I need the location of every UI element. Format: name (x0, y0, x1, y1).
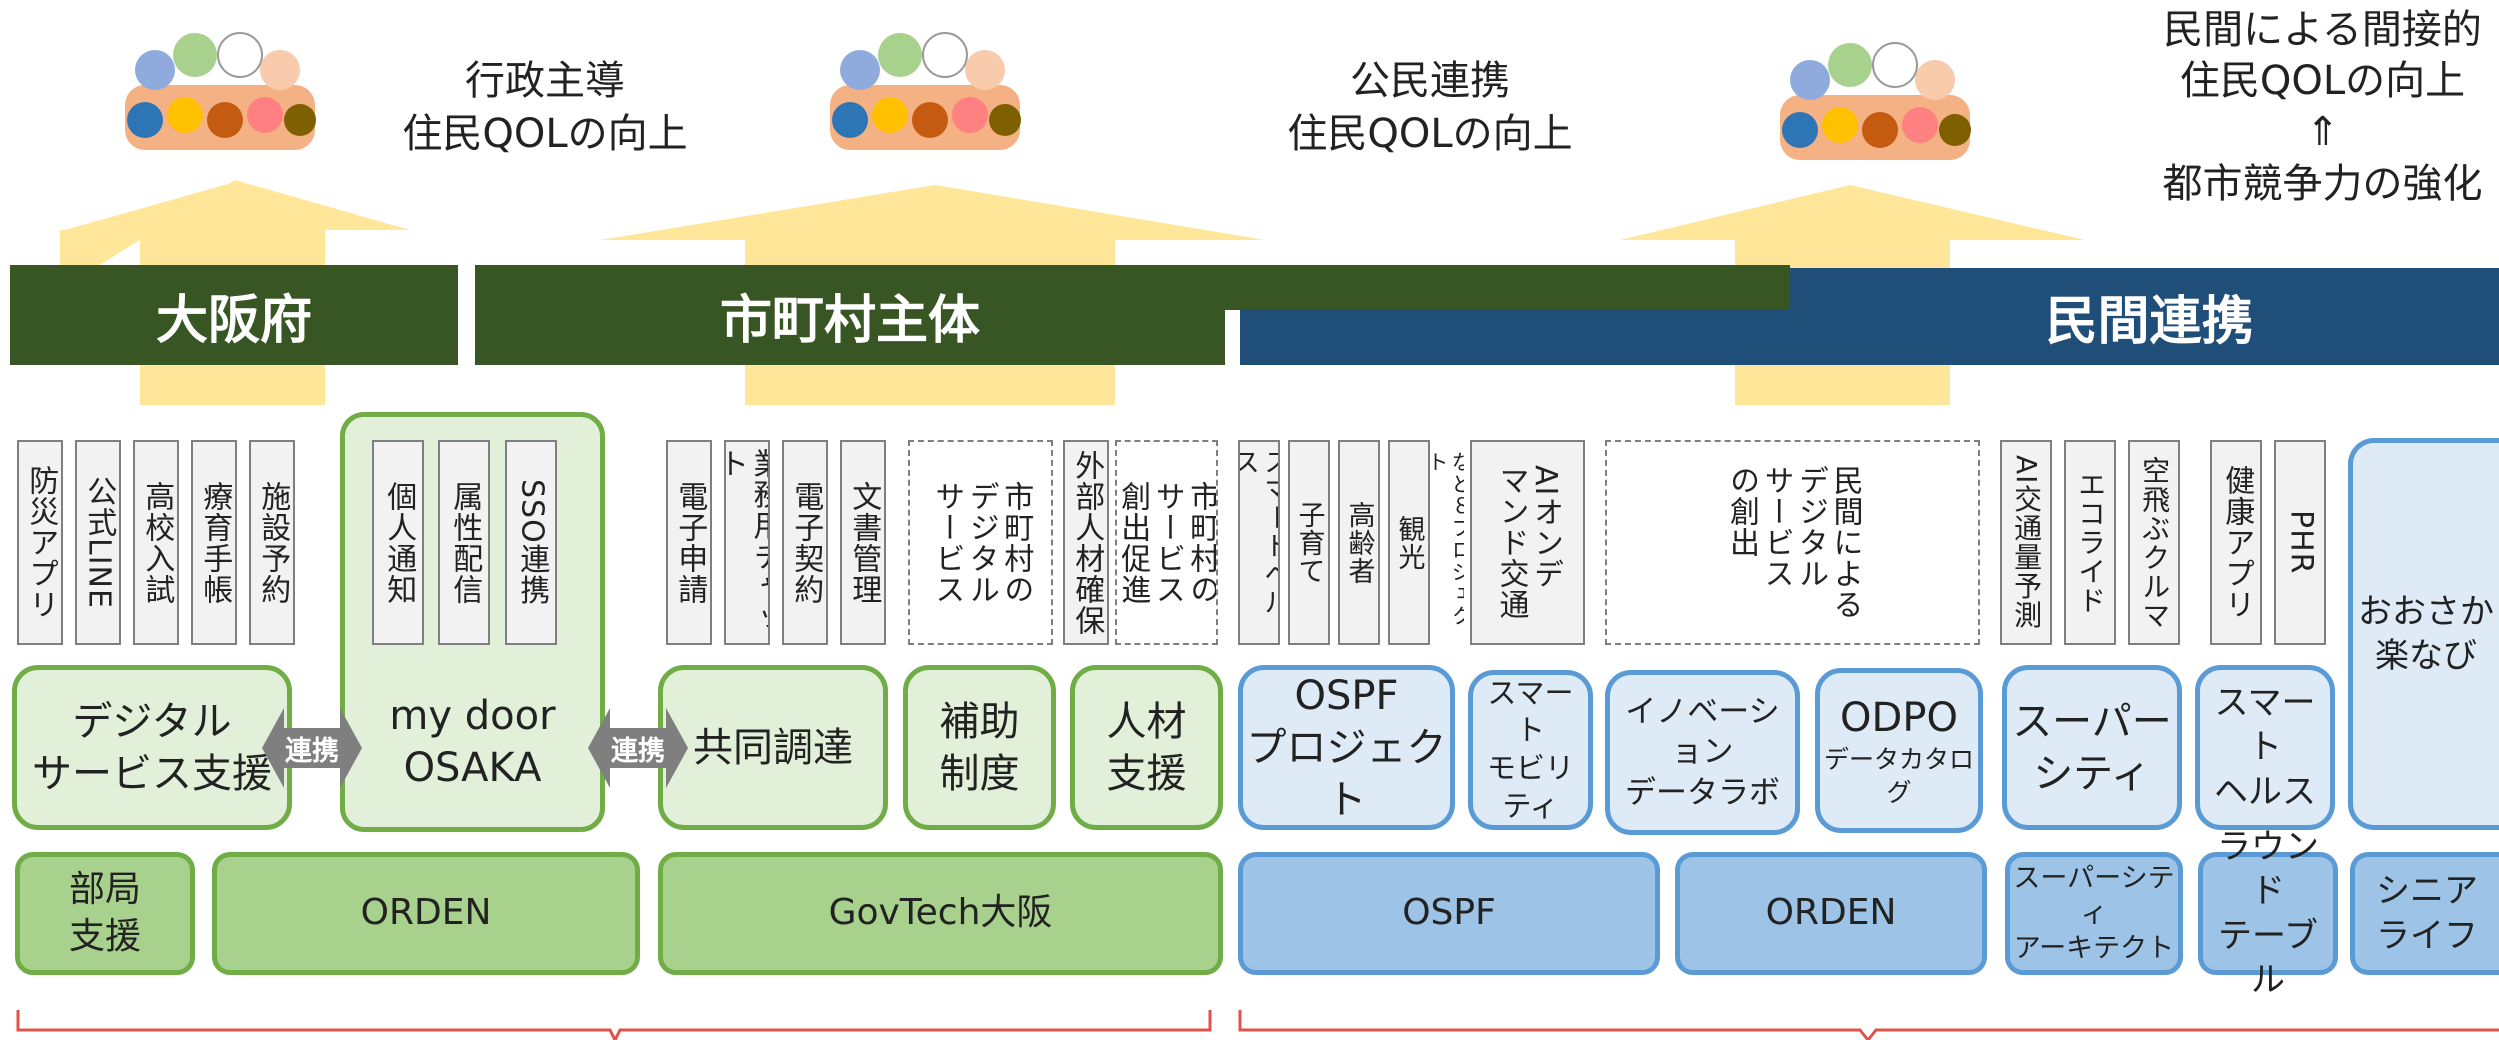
initiative-mydoor-osaka: my door OSAKA (389, 693, 556, 791)
service-facility-booking: 施設予約 (249, 440, 295, 645)
org-round-table: ラウンド テーブル (2198, 827, 2338, 1000)
bracket-left (16, 1010, 1212, 1040)
service-phr: PHR (2274, 440, 2326, 645)
bottom-brackets (16, 1010, 2499, 1040)
service-elderly: 高齢者 (1338, 440, 1380, 645)
band-private-label: 民間連携 (2045, 292, 2254, 352)
initiative-ospf-project: OSPF プロジェクト (1238, 665, 1455, 830)
initiative-talent-support: 人材 支援 (1070, 665, 1223, 830)
service-highschool-exam: 高校入試 (133, 440, 179, 645)
service-etc-8-projects: など８プロジェクト (1434, 451, 1464, 627)
service-sso: SSO連携 (505, 440, 557, 645)
odpo-data-catalog: データカタログ (1823, 745, 1974, 807)
initiative-smart-mobility: スマート モビリティ (1468, 670, 1593, 830)
service-health-app: 健康アプリ (2210, 440, 2262, 645)
org-orden-right: ORDEN (1675, 852, 1987, 975)
initiative-super-city: スーパー シティ (2002, 665, 2182, 830)
band-osaka-pref: 大阪府 (10, 265, 458, 365)
service-external-talent: 外部人材確保 (1063, 440, 1109, 645)
residents-illustration-1 (125, 32, 316, 150)
service-flying-car: 空飛ぶクルマ (2128, 440, 2180, 645)
link-arrow-right-shape (588, 708, 688, 788)
service-e-contract: 電子契約 (782, 440, 828, 645)
org-senior-life: シニア ライフ (2350, 852, 2499, 975)
service-official-line: 公式LINE (75, 440, 121, 645)
service-smart-health: スマートヘルス (1238, 440, 1280, 645)
service-document-mgmt: 文書管理 (840, 440, 886, 645)
service-e-application: 電子申請 (666, 440, 712, 645)
org-govtech-osaka: GovTech大阪 (658, 852, 1223, 975)
service-muni-digital: 市町村の デジタル サービス (908, 440, 1053, 645)
service-tourism: 観光 (1388, 440, 1430, 645)
service-ai-traffic: AI交通量予測 (2000, 440, 2052, 645)
service-personal-notice: 個人通知 (372, 440, 424, 645)
link-arrow-left-shape (262, 708, 362, 788)
link-label-right: 連携 (611, 735, 665, 767)
service-creation-promotion: 市町村の サービス 創出促進 (1115, 440, 1218, 645)
service-business-chat: 業務用チャット (724, 440, 770, 645)
org-ospf: OSPF (1238, 852, 1660, 975)
odpo-label: ODPO (1840, 695, 1958, 741)
residents-illustration-2 (830, 32, 1021, 150)
org-orden-left: ORDEN (212, 852, 640, 975)
band-municipalities: 市町村主体 (475, 265, 1225, 365)
service-ai-on-demand: AIオンデ マンド交通 (1470, 440, 1585, 645)
residents-illustration-3 (1780, 42, 1971, 160)
initiative-joint-procurement: 共同調達 (658, 665, 888, 830)
service-care-notebook: 療育手帳 (191, 440, 237, 645)
service-attribute-delivery: 属性配信 (438, 440, 490, 645)
initiative-smart-health: スマート ヘルス (2195, 665, 2335, 830)
header-gov-led: 行政主導 住民QOLの向上 (402, 58, 688, 158)
initiative-osaka-tanobi: おおさか 楽なび (2348, 438, 2499, 830)
service-childcare: 子育て (1288, 440, 1330, 645)
header-private-indirect: 民間による間接的 住民QOLの向上 ⇑ 都市競争力の強化 (2162, 7, 2483, 207)
initiative-subsidy: 補助 制度 (903, 665, 1056, 830)
service-disaster-app: 防災アプリ (17, 440, 63, 645)
service-private-digital: 民間による デジタル サービス の創出 (1605, 440, 1980, 645)
org-super-city-architect: スーパーシティ アーキテクト (2005, 852, 2183, 975)
header-public-private: 公民連携 住民QOLの向上 (1287, 58, 1573, 158)
band-municipalities-overlap (1225, 265, 1790, 310)
link-label-left: 連携 (285, 735, 339, 767)
initiative-digital-support: デジタル サービス支援 (12, 665, 292, 830)
service-eco-ride: エコライド (2064, 440, 2116, 645)
initiative-innovation-lab: イノベーション データラボ (1605, 670, 1800, 835)
initiative-odpo: ODPO データカタログ (1815, 668, 1983, 833)
org-dept-support: 部局 支援 (15, 852, 195, 975)
bracket-right (1238, 1010, 2499, 1040)
